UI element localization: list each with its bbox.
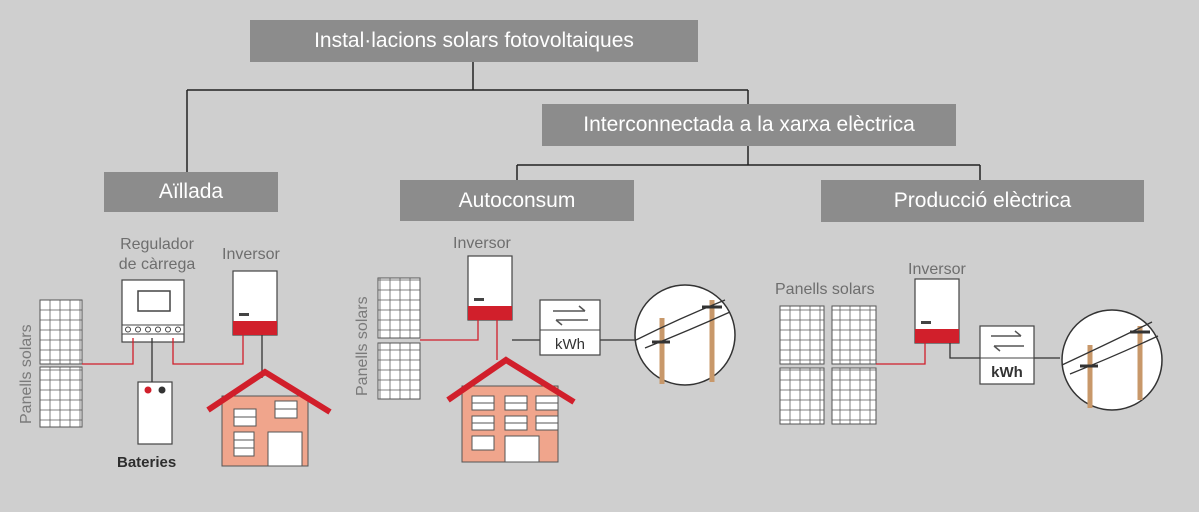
isolated-system bbox=[39, 270, 332, 467]
electric-meter-icon: kWh bbox=[539, 299, 601, 356]
power-line-icon bbox=[634, 284, 736, 386]
charge-regulator-icon bbox=[121, 279, 185, 343]
inverter-icon bbox=[232, 270, 278, 336]
solar-panels-label: Panells solars bbox=[354, 296, 371, 396]
kwh-label: kWh bbox=[555, 336, 585, 353]
charge-regulator-label: Regulador de càrrega bbox=[112, 235, 202, 275]
grid-connected-box: Interconnectada a la xarxa elèctrica bbox=[542, 104, 956, 146]
solar-panel-icon bbox=[39, 366, 83, 428]
inverter-label: Inversor bbox=[222, 246, 280, 263]
batteries-label: Bateries bbox=[117, 454, 177, 471]
self-consumption-system: kWh bbox=[377, 255, 736, 463]
house-icon bbox=[206, 368, 332, 467]
charge-regulator-label-line1: Regulador bbox=[120, 236, 194, 253]
solar-panels-label: Panells solars bbox=[18, 324, 35, 424]
self-consumption-box: Autoconsum bbox=[400, 180, 634, 221]
solar-panel-icon bbox=[831, 367, 877, 425]
solar-panel-icon bbox=[779, 367, 825, 425]
charge-regulator-label-line2: de càrrega bbox=[118, 256, 196, 273]
solar-panels-label: Panells solars bbox=[775, 281, 875, 298]
house-icon bbox=[446, 356, 576, 463]
solar-panel-icon bbox=[39, 299, 83, 365]
power-line-icon bbox=[1061, 309, 1163, 411]
solar-panel-icon bbox=[831, 305, 877, 365]
solar-panel-icon bbox=[377, 342, 421, 400]
battery-icon bbox=[137, 381, 173, 445]
kwh-label: kWh bbox=[991, 364, 1023, 381]
title-box: Instal·lacions solars fotovoltaiques bbox=[250, 20, 698, 62]
inverter-icon bbox=[914, 278, 960, 344]
inverter-label: Inversor bbox=[908, 261, 966, 278]
inverter-label: Inversor bbox=[453, 235, 511, 252]
solar-panel-icon bbox=[779, 305, 825, 365]
inverter-icon bbox=[467, 255, 513, 321]
production-box: Producció elèctrica bbox=[821, 180, 1144, 222]
tree-connectors bbox=[186, 61, 981, 180]
solar-panel-icon bbox=[377, 277, 421, 339]
isolated-box: Aïllada bbox=[104, 172, 278, 212]
production-system: kWh bbox=[779, 278, 1163, 425]
electric-meter-icon: kWh bbox=[979, 325, 1035, 385]
